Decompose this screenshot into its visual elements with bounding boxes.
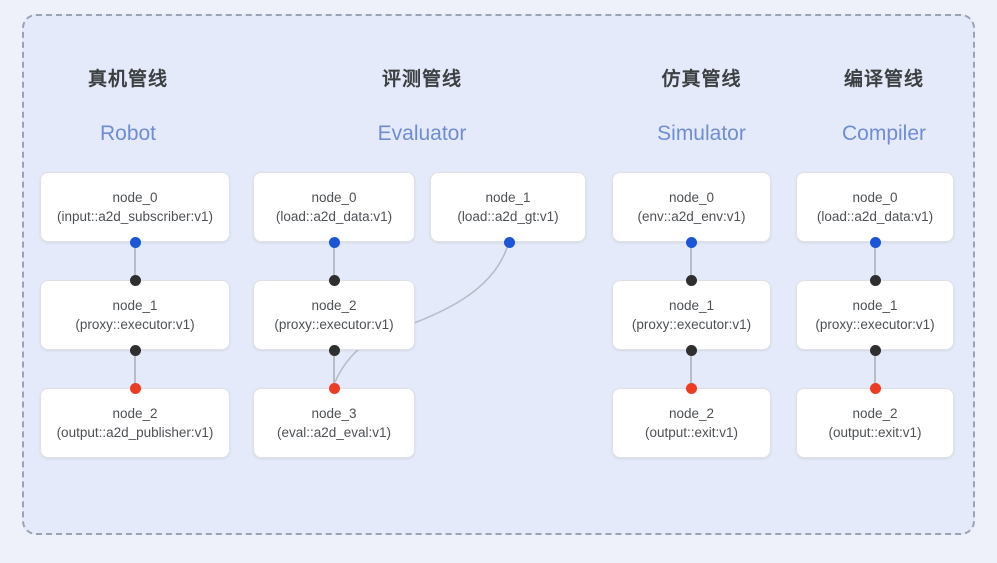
- node-card[interactable]: node_1 (proxy::executor:v1): [796, 280, 954, 350]
- port-input-red[interactable]: [869, 382, 881, 394]
- port-input-black[interactable]: [685, 274, 697, 286]
- column-title-en-compiler: Compiler: [841, 122, 927, 145]
- node-type: (env::a2d_env:v1): [637, 209, 746, 224]
- node-type: (output::exit:v1): [828, 425, 922, 440]
- edge-line: [134, 350, 136, 388]
- node-name: node_0: [112, 190, 158, 205]
- node-card[interactable]: node_2 (output::exit:v1): [796, 388, 954, 458]
- node-card[interactable]: node_0 (load::a2d_data:v1): [796, 172, 954, 242]
- port-output-black[interactable]: [129, 344, 141, 356]
- node-name: node_3: [311, 406, 357, 421]
- column-title-cn-robot: 真机管线: [87, 69, 168, 90]
- node-card[interactable]: node_0 (load::a2d_data:v1): [253, 172, 415, 242]
- node-type: (output::a2d_publisher:v1): [56, 425, 214, 440]
- port-output-blue[interactable]: [869, 236, 881, 248]
- edge-line: [874, 242, 876, 280]
- node-type: (load::a2d_data:v1): [275, 209, 393, 224]
- pipeline-columns: 真机管线 Robot node_0 (input::a2d_subscriber…: [22, 14, 975, 535]
- node-card[interactable]: node_1 (load::a2d_gt:v1): [430, 172, 586, 242]
- node-card[interactable]: node_2 (output::exit:v1): [612, 388, 771, 458]
- column-title-en-simulator: Simulator: [657, 122, 746, 145]
- node-type: (load::a2d_data:v1): [816, 209, 934, 224]
- node-type: (proxy::executor:v1): [75, 317, 195, 332]
- node-name: node_1: [485, 190, 531, 205]
- node-type: (output::exit:v1): [644, 425, 739, 440]
- node-card[interactable]: node_0 (input::a2d_subscriber:v1): [40, 172, 230, 242]
- port-output-blue[interactable]: [129, 236, 141, 248]
- node-card[interactable]: node_2 (proxy::executor:v1): [253, 280, 415, 350]
- node-name: node_1: [852, 298, 898, 313]
- port-input-red[interactable]: [328, 382, 340, 394]
- node-card[interactable]: node_1 (proxy::executor:v1): [612, 280, 771, 350]
- edge-line: [690, 242, 692, 280]
- node-name: node_2: [112, 406, 158, 421]
- node-name: node_0: [668, 190, 715, 205]
- node-name: node_2: [668, 406, 715, 421]
- column-title-en-robot: Robot: [99, 122, 157, 145]
- edge-line: [134, 242, 136, 280]
- node-name: node_0: [311, 190, 357, 205]
- port-output-blue[interactable]: [503, 236, 515, 248]
- port-input-black[interactable]: [129, 274, 141, 286]
- node-type: (load::a2d_gt:v1): [457, 209, 559, 224]
- edge-line: [333, 242, 335, 280]
- port-output-black[interactable]: [685, 344, 697, 356]
- port-output-blue[interactable]: [328, 236, 340, 248]
- port-output-blue[interactable]: [685, 236, 697, 248]
- node-type: (proxy::executor:v1): [274, 317, 394, 332]
- node-card[interactable]: node_1 (proxy::executor:v1): [40, 280, 230, 350]
- port-input-red[interactable]: [129, 382, 141, 394]
- edge-line: [333, 350, 335, 388]
- port-input-red[interactable]: [685, 382, 697, 394]
- column-title-en-evaluator: Evaluator: [377, 122, 467, 145]
- node-type: (input::a2d_subscriber:v1): [56, 209, 214, 224]
- node-type: (proxy::executor:v1): [815, 317, 935, 332]
- node-name: node_1: [112, 298, 158, 313]
- node-name: node_1: [668, 298, 715, 313]
- node-type: (proxy::executor:v1): [631, 317, 752, 332]
- column-title-cn-compiler: 编译管线: [843, 69, 924, 90]
- port-input-black[interactable]: [328, 274, 340, 286]
- port-output-black[interactable]: [869, 344, 881, 356]
- node-name: node_2: [311, 298, 357, 313]
- node-card[interactable]: node_2 (output::a2d_publisher:v1): [40, 388, 230, 458]
- column-title-cn-simulator: 仿真管线: [661, 69, 742, 90]
- edge-line: [690, 350, 692, 388]
- node-type: (eval::a2d_eval:v1): [276, 425, 392, 440]
- node-name: node_2: [852, 406, 898, 421]
- edge-line: [874, 350, 876, 388]
- column-title-cn-evaluator: 评测管线: [381, 69, 462, 90]
- node-card[interactable]: node_3 (eval::a2d_eval:v1): [253, 388, 415, 458]
- port-input-black[interactable]: [869, 274, 881, 286]
- node-card[interactable]: node_0 (env::a2d_env:v1): [612, 172, 771, 242]
- port-output-black[interactable]: [328, 344, 340, 356]
- node-name: node_0: [852, 190, 898, 205]
